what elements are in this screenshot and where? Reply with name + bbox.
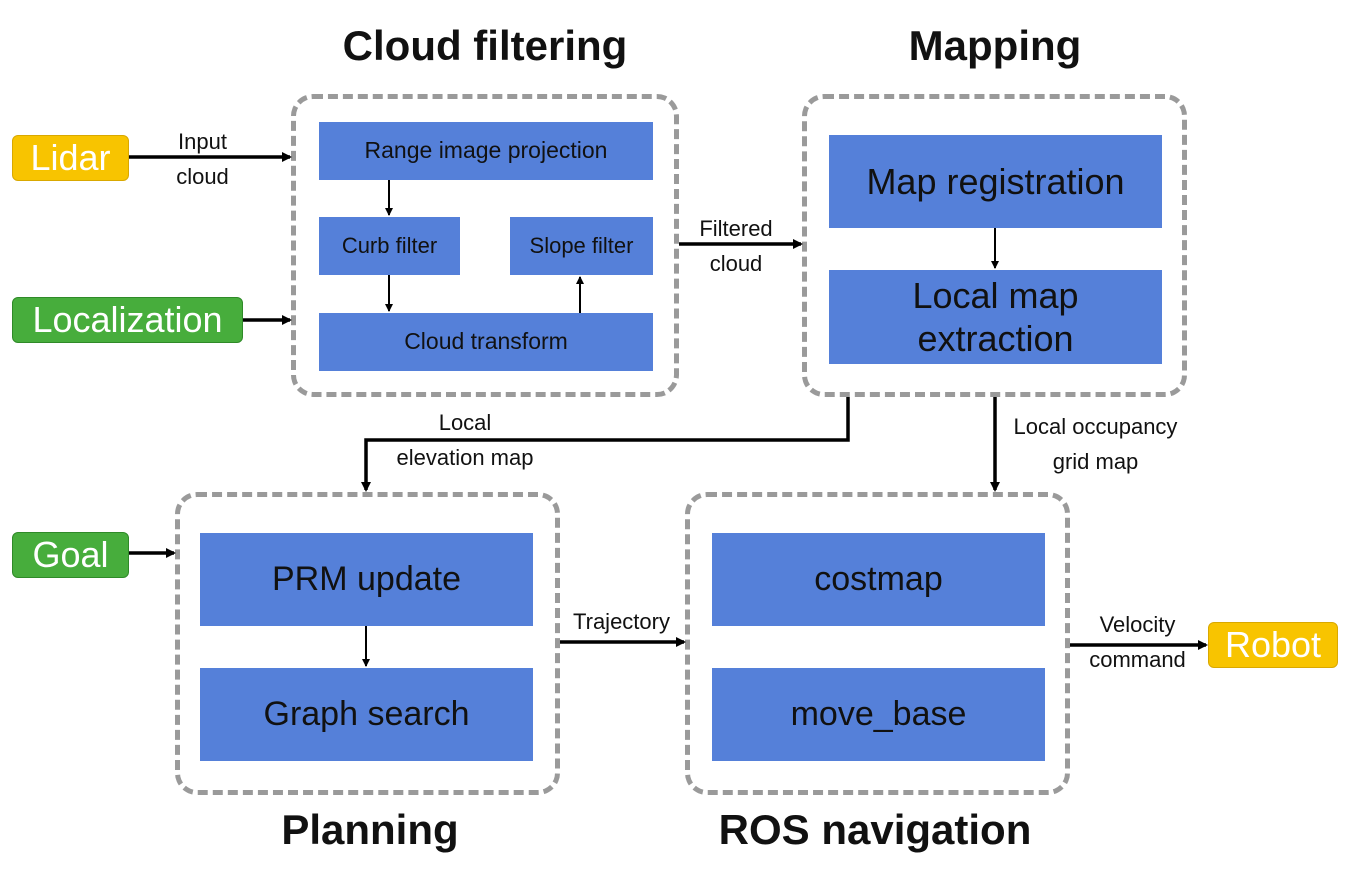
curb-filter-label: Curb filter xyxy=(341,232,438,258)
cloud-filtering-title: Cloud filtering xyxy=(342,22,628,69)
arrow-local-elevation-map xyxy=(361,397,850,492)
velocity-command-line1: Velocity xyxy=(1099,612,1176,637)
planning-title: Planning xyxy=(281,806,459,853)
local-elevation-map-line1: Local xyxy=(438,410,492,435)
velocity-command-label: Velocity command xyxy=(1070,607,1205,677)
cloud-transform-label: Cloud transform xyxy=(404,328,568,355)
ros-navigation-group xyxy=(685,492,1070,795)
goal-node: Goal xyxy=(12,532,129,578)
slope-filter-label: Slope filter xyxy=(529,232,634,258)
map-registration-box: Map registration xyxy=(829,135,1162,228)
curb-filter-box: Curb filter xyxy=(319,217,460,275)
local-map-extraction-line1: Local map xyxy=(912,274,1079,316)
local-occupancy-line2: grid map xyxy=(1052,449,1139,474)
mapping-title: Mapping xyxy=(908,22,1082,69)
trajectory-label: Trajectory xyxy=(559,604,684,639)
ros-navigation-title: ROS navigation xyxy=(718,806,1032,853)
cloud-transform-box: Cloud transform xyxy=(319,313,653,371)
local-occupancy-grid-map-label: Local occupancy grid map xyxy=(998,409,1193,479)
slope-filter-box: Slope filter xyxy=(510,217,653,275)
localization-node: Localization xyxy=(12,297,243,343)
cloud-filtering-group xyxy=(291,94,679,397)
input-cloud-line2: cloud xyxy=(176,164,229,189)
local-elevation-map-label: Local elevation map xyxy=(375,405,555,475)
planning-group xyxy=(175,492,560,795)
local-occupancy-line1: Local occupancy xyxy=(1013,414,1178,439)
input-cloud-label: Input cloud xyxy=(150,124,255,194)
local-map-extraction-line2: extraction xyxy=(917,318,1074,359)
filtered-cloud-line2: cloud xyxy=(709,251,763,276)
map-registration-label: Map registration xyxy=(866,160,1125,202)
filtered-cloud-label: Filtered cloud xyxy=(681,211,791,281)
prm-update-label: PRM update xyxy=(272,560,461,599)
mapping-group xyxy=(802,94,1187,397)
robot-label: Robot xyxy=(1224,624,1322,665)
local-map-extraction-box: Local map extraction xyxy=(829,270,1162,364)
graph-search-label: Graph search xyxy=(263,695,470,734)
prm-update-box: PRM update xyxy=(200,533,533,626)
velocity-command-line2: command xyxy=(1089,647,1186,672)
local-elevation-map-line2: elevation map xyxy=(396,445,534,470)
goal-label: Goal xyxy=(32,534,109,575)
lidar-node: Lidar xyxy=(12,135,129,181)
move-base-box: move_base xyxy=(712,668,1045,761)
lidar-label: Lidar xyxy=(30,137,111,178)
localization-label: Localization xyxy=(32,299,223,340)
trajectory-line1: Trajectory xyxy=(573,609,670,634)
range-image-projection-box: Range image projection xyxy=(319,122,653,180)
costmap-box: costmap xyxy=(712,533,1045,626)
filtered-cloud-line1: Filtered xyxy=(699,216,773,241)
range-image-projection-label: Range image projection xyxy=(364,137,608,164)
robot-node: Robot xyxy=(1208,622,1338,668)
graph-search-box: Graph search xyxy=(200,668,533,761)
input-cloud-line1: Input xyxy=(178,129,227,154)
move-base-label: move_base xyxy=(790,695,967,734)
costmap-label: costmap xyxy=(814,560,943,599)
